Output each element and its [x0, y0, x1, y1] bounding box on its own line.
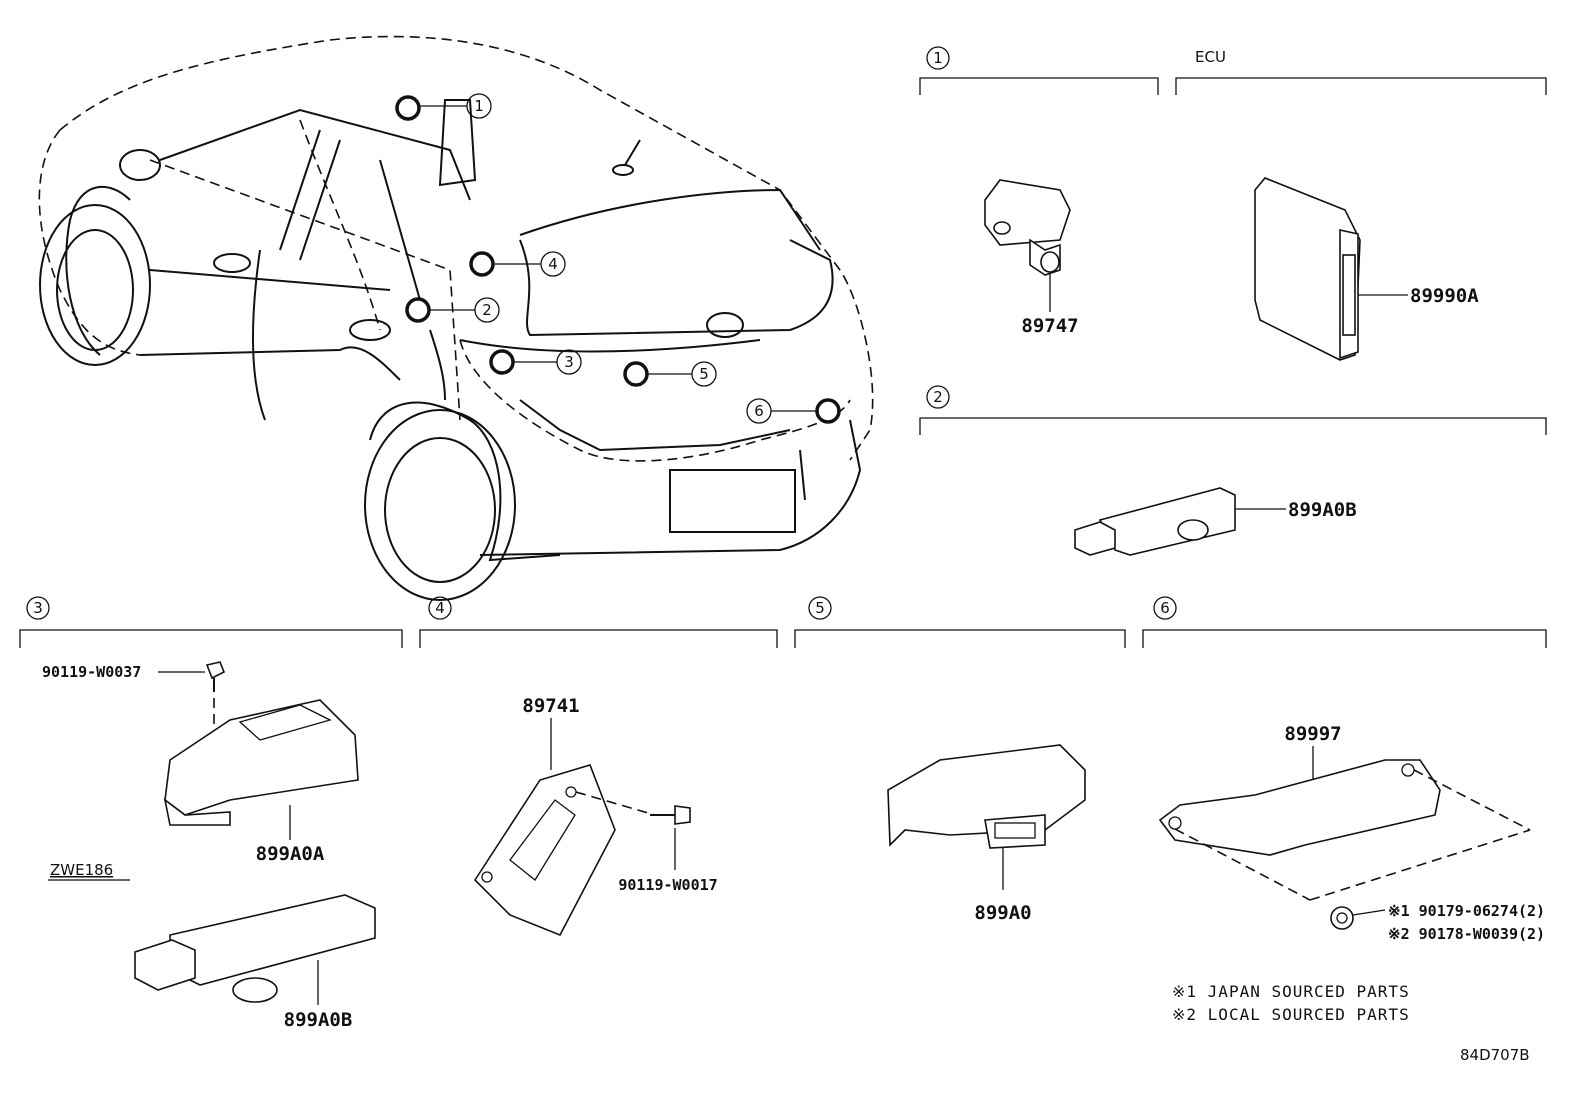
label-899A0: 899A0 [974, 902, 1031, 924]
section-4-number: 4 [435, 599, 445, 617]
location-point-6 [815, 398, 841, 424]
figure-code: 84D707B [1460, 1046, 1530, 1064]
label-89997: 89997 [1284, 723, 1341, 745]
section-1-number: 1 [933, 49, 943, 67]
nut-drawing [1330, 906, 1354, 930]
location-point-4 [469, 251, 495, 277]
section-ecu: ECU 89990A [1175, 48, 1547, 361]
part-899A0B-top-drawing [1074, 487, 1236, 556]
section-3-number: 3 [33, 599, 43, 617]
label-899A0B-top: 899A0B [1288, 499, 1357, 521]
callout-3-car: 3 [564, 353, 574, 371]
label-90178-W0039: ※2 90178-W0039(2) [1388, 925, 1545, 943]
part-89990A-drawing [1254, 177, 1361, 361]
label-899A0B-bottom: 899A0B [284, 1009, 353, 1031]
section-1: 1 89747 [919, 46, 1159, 337]
note-local-sourced: ※2 LOCAL SOURCED PARTS [1172, 1005, 1410, 1024]
location-point-3 [489, 349, 515, 375]
zwe186-label: ZWE186 [50, 861, 113, 879]
section-6-number: 6 [1160, 599, 1170, 617]
label-90119-W0017: 90119-W0017 [618, 876, 717, 894]
section-2-number: 2 [933, 388, 943, 406]
car-callouts: 1 2 3 4 5 6 [466, 93, 772, 424]
note-japan-sourced: ※1 JAPAN SOURCED PARTS [1172, 982, 1410, 1001]
label-89747: 89747 [1021, 315, 1078, 337]
section-2: 2 899A0B [919, 385, 1547, 556]
bolt-90119-W0017-drawing [650, 805, 691, 825]
part-899A0A-drawing [163, 699, 359, 826]
part-899A0-drawing [887, 744, 1086, 849]
callout-6-car: 6 [754, 402, 764, 420]
section-4: 4 89741 90119-W0017 [419, 596, 778, 937]
section-5-number: 5 [815, 599, 825, 617]
section-3: 3 90119-W0037 899A0A ZWE186 899A0B [19, 596, 403, 1031]
notes: ※1 JAPAN SOURCED PARTS ※2 LOCAL SOURCED … [1172, 982, 1530, 1064]
label-899A0A: 899A0A [256, 843, 325, 865]
part-899A0B-bottom-drawing [134, 894, 376, 1003]
section-5: 5 899A0 [794, 596, 1126, 924]
label-90179-06274: ※1 90179-06274(2) [1388, 902, 1545, 920]
location-point-2 [405, 297, 431, 323]
label-90119-W0037: 90119-W0037 [42, 663, 141, 681]
callout-4-car: 4 [548, 255, 558, 273]
section-6: 6 89997 ※1 90179-06274(2) ※2 90178-W0039… [1142, 596, 1547, 943]
bolt-90119-W0037-drawing [205, 661, 226, 692]
part-89997-drawing [1158, 759, 1441, 856]
label-89990A: 89990A [1410, 285, 1479, 307]
callout-5-car: 5 [699, 365, 709, 383]
ecu-heading: ECU [1195, 48, 1226, 66]
callout-1-car: 1 [474, 97, 484, 115]
callout-2-car: 2 [482, 301, 492, 319]
location-point-1 [395, 95, 421, 121]
location-points [395, 95, 841, 424]
location-point-5 [623, 361, 649, 387]
part-89741-drawing [473, 764, 616, 937]
car-illustration [38, 35, 874, 601]
label-89741: 89741 [522, 695, 579, 717]
part-89747-drawing [984, 179, 1071, 276]
